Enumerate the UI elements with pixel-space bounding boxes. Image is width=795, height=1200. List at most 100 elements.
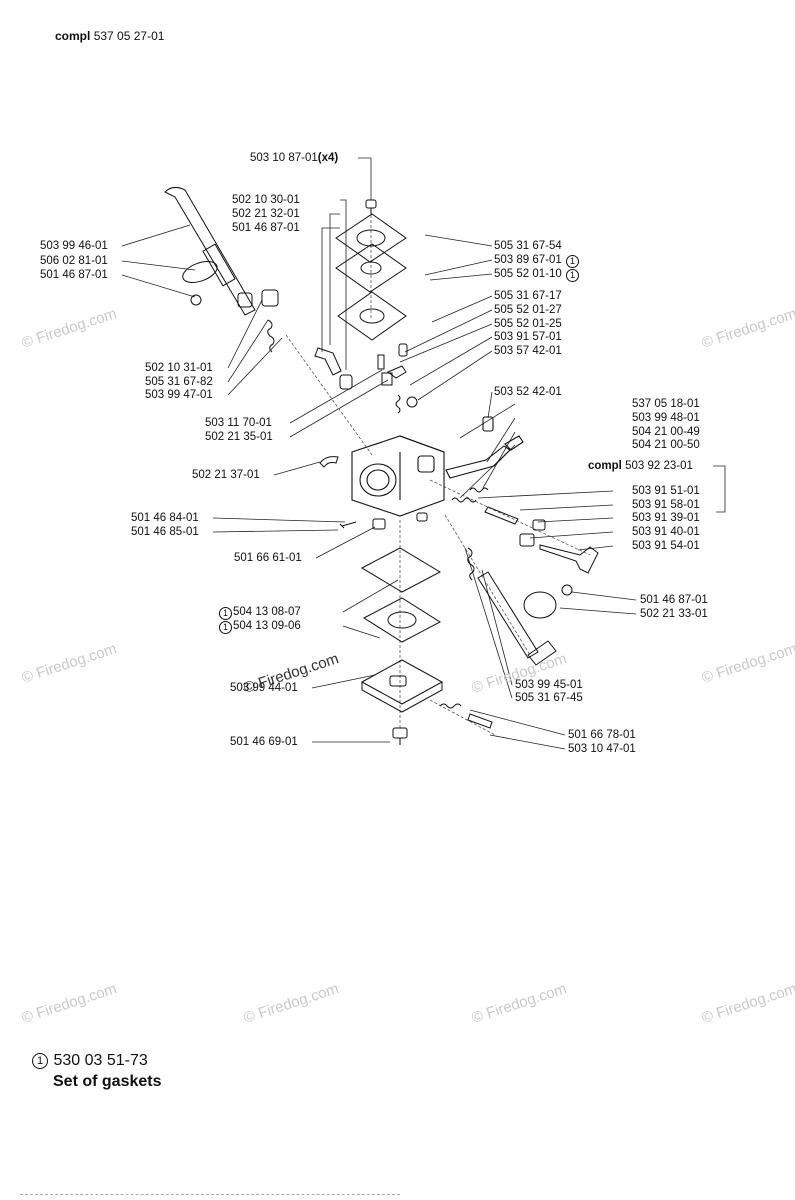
part-label: 501 66 78-01 [568, 729, 636, 741]
leader-lines [121, 157, 726, 750]
shaft-sleeve [202, 243, 236, 287]
part-label: 505 52 01-10 1 [494, 268, 580, 282]
part-label: 501 46 87-01 [640, 594, 708, 606]
part-label: 501 46 69-01 [230, 736, 298, 748]
assembly-axes [285, 215, 591, 736]
fuel-hose [319, 456, 339, 468]
metering-lever [387, 365, 407, 379]
part-label: 503 91 51-01 [632, 485, 700, 497]
pump-cover [335, 213, 407, 263]
footnote-marker: 1 [566, 269, 579, 282]
part-label: 501 46 84-01 [131, 512, 199, 524]
part-label: 504 21 00-49 [632, 426, 700, 438]
adjusting-needles [451, 487, 599, 574]
part-label: 505 31 67-45 [515, 692, 583, 704]
throttle-shaft-group [164, 186, 353, 390]
part-label: compl 503 92 23-01 [588, 460, 693, 472]
throttle-plate [182, 261, 218, 283]
part-label: 505 52 01-25 [494, 318, 562, 330]
part-label: 503 99 47-01 [145, 389, 213, 401]
metering-cover [360, 659, 444, 713]
assembly-header: compl 537 05 27-01 [55, 29, 164, 43]
part-label: 503 89 67-01 1 [494, 254, 580, 268]
part-label: 501 46 87-01 [232, 222, 300, 234]
page-bottom-rule [20, 1194, 400, 1195]
boss [372, 518, 386, 530]
part-label: 501 46 85-01 [131, 526, 199, 538]
part-label: 502 21 37-01 [192, 469, 260, 481]
pump-gasket [337, 291, 407, 341]
footnote-marker: 1 [566, 255, 579, 268]
part-label: 503 99 46-01 [40, 240, 108, 252]
inlet-needle [377, 354, 393, 386]
cover-screw [467, 713, 493, 729]
part-label: 501 46 87-01 [40, 269, 108, 281]
metering-stack [339, 512, 493, 745]
part-label: 503 99 44-01 [230, 682, 298, 694]
shaft-screw [190, 294, 202, 306]
part-label: 502 21 32-01 [232, 208, 300, 220]
footnote-marker: 1 [219, 607, 232, 620]
pump-cover-group [335, 199, 418, 414]
footnote-marker: 1 [32, 1053, 48, 1069]
choke-detent [339, 374, 353, 390]
throttle-shaft [164, 186, 256, 316]
footnote-marker: 1 [219, 621, 232, 634]
part-label: 503 99 48-01 [632, 412, 700, 424]
part-label: 501 66 61-01 [234, 552, 302, 564]
screw-side [416, 512, 428, 522]
choke-lever-arm [527, 640, 557, 666]
lever-spring [395, 394, 401, 414]
metering-diaphragm [360, 547, 442, 593]
choke-lever [314, 347, 342, 376]
screw-bottom [392, 727, 408, 745]
part-label: 503 91 40-01 [632, 526, 700, 538]
gasket-set-part-number: 1 530 03 51-73 [31, 1052, 148, 1070]
pump-diaphragm [335, 243, 407, 293]
collar-b [261, 289, 279, 307]
part-label: 505 31 67-17 [494, 290, 562, 302]
lever-washer [406, 396, 418, 408]
part-label: 505 31 67-82 [145, 376, 213, 388]
part-label: 505 31 67-54 [494, 240, 562, 252]
fuel-fitting [482, 416, 494, 432]
part-label: 503 10 87-01(x4) [250, 152, 339, 164]
part-label: 502 10 31-01 [145, 362, 213, 374]
assembly-part-number: 537 05 27-01 [93, 29, 165, 43]
part-label: 504 21 00-50 [632, 439, 700, 451]
part-label: 503 10 47-01 [568, 743, 636, 755]
screw-top [365, 199, 377, 214]
cover-screw-spring [439, 703, 462, 709]
fuel-inlet [504, 435, 524, 451]
part-label: 503 52 42-01 [494, 386, 562, 398]
part-label: 506 02 81-01 [40, 255, 108, 267]
choke-shaft-group [467, 547, 573, 666]
carburetor-body [351, 416, 524, 517]
part-label: 503 91 57-01 [494, 331, 562, 343]
throttle-spring [267, 319, 275, 353]
part-label: 503 91 39-01 [632, 512, 700, 524]
part-label: 503 91 58-01 [632, 499, 700, 511]
part-label: 503 57 42-01 [494, 345, 562, 357]
part-label: 503 91 54-01 [632, 540, 700, 552]
part-label: 503 11 70-01 [205, 417, 272, 429]
gasket-set-description: Set of gaskets [53, 1073, 162, 1090]
choke-plate [523, 591, 557, 619]
part-label: 502 21 35-01 [205, 431, 273, 443]
collar-a [237, 292, 253, 308]
plug [398, 343, 408, 357]
choke-shaft [477, 571, 539, 659]
part-label: 537 05 18-01 [632, 398, 700, 410]
part-label: 502 10 30-01 [232, 194, 300, 206]
part-label: 503 99 45-01 [515, 679, 583, 691]
compl-label: compl [55, 29, 91, 43]
pin [339, 521, 357, 529]
choke-spring [467, 547, 475, 581]
part-label: 502 21 33-01 [640, 608, 708, 620]
metering-gasket [363, 597, 441, 643]
choke-screw [561, 584, 573, 596]
part-label: 505 52 01-27 [494, 304, 562, 316]
